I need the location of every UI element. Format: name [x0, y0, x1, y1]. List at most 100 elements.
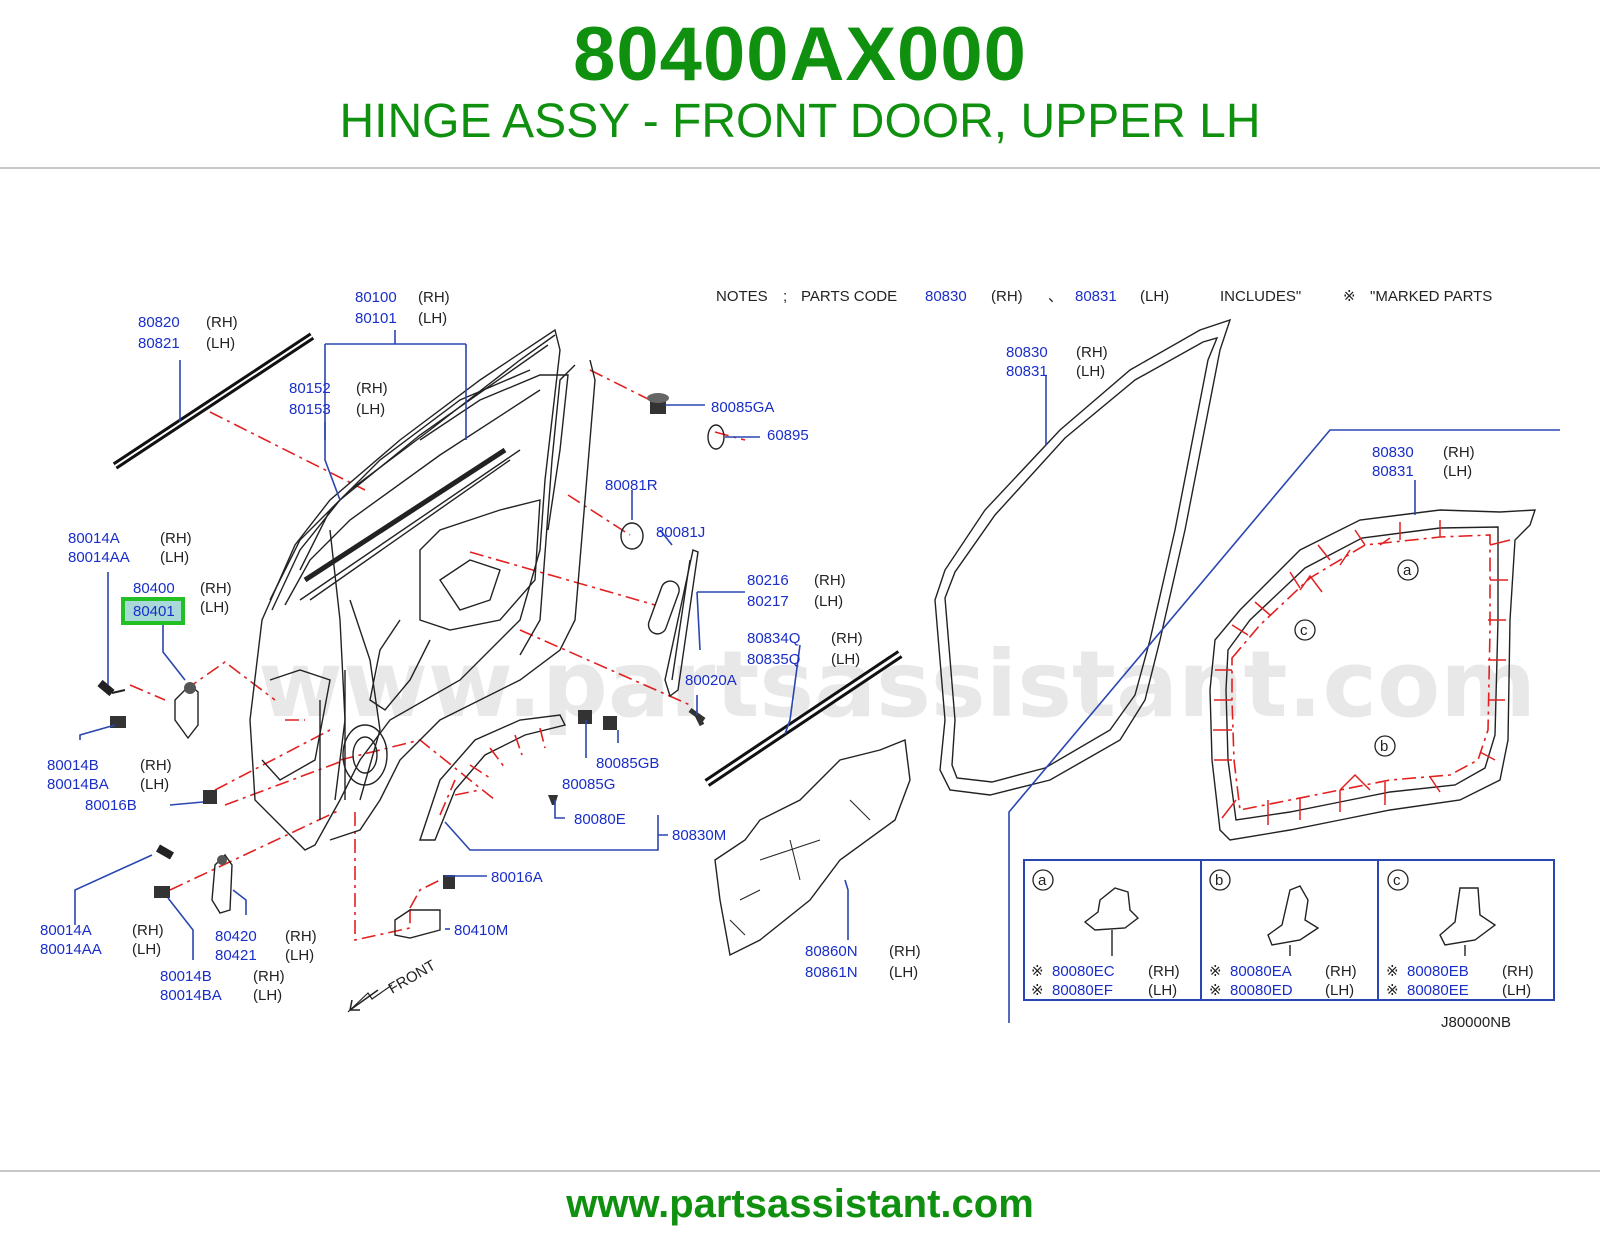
inset-code: 80080ED [1230, 982, 1293, 999]
inner-belt-molding [704, 650, 903, 787]
callout-code: 80401 [133, 603, 175, 620]
callout-side: (LH) [814, 593, 843, 610]
callout-side: (RH) [814, 572, 846, 589]
callout-labels: 80820 (RH) 80821 (LH) 80100 (RH) 80101 (… [68, 289, 846, 610]
detail-marker-c: c [1294, 619, 1316, 641]
callout-code: 80153 [289, 401, 331, 418]
callout-code: 80081R [605, 477, 658, 494]
callout-code: 80014AA [40, 941, 102, 958]
callout-code: 80420 [215, 928, 257, 945]
callout-side: (LH) [253, 987, 282, 1004]
mark-symbol: ※ [1031, 963, 1044, 980]
callout-side: (RH) [1076, 344, 1108, 361]
callout-code: 80830 [1006, 344, 1048, 361]
upper-hinge [174, 682, 199, 740]
callout-code: 80081J [656, 524, 705, 541]
callout-code: 80821 [138, 335, 180, 352]
callout-code: 80014A [40, 922, 92, 939]
svg-text:b: b [1215, 872, 1223, 889]
svg-text:c: c [1300, 622, 1308, 639]
header-divider [0, 167, 1600, 169]
callout-side: (LH) [1443, 463, 1472, 480]
callout-side: (LH) [1076, 363, 1105, 380]
svg-text:a: a [1403, 562, 1412, 579]
cap-80016b [203, 790, 217, 804]
front-direction-arrow: FRONT [347, 957, 439, 1013]
callout-code: 80831 [1006, 363, 1048, 380]
callout-side: (LH) [418, 310, 447, 327]
callout-side: (RH) [132, 922, 164, 939]
highlighted-part-80401[interactable]: 80401 [121, 597, 185, 625]
callout-code: 80835Q [747, 651, 800, 668]
door-check-link [394, 875, 455, 939]
callout-code: 80410M [454, 922, 508, 939]
parts-diagram: www.partsassistant.com NOTES ; PARTS COD… [40, 288, 1560, 1031]
callout-side: (LH) [356, 401, 385, 418]
callout-side: (RH) [285, 928, 317, 945]
callout-code: 80014B [47, 757, 99, 774]
outer-belt-molding [112, 332, 315, 470]
callout-code: 80217 [747, 593, 789, 610]
callout-side: (RH) [160, 530, 192, 547]
notes-rh: (RH) [991, 288, 1023, 305]
inset-cell-b: b ※ 80080EA (RH) ※ 80080ED (LH) [1209, 869, 1357, 999]
front-sash-channel [664, 549, 706, 727]
callout-side: (RH) [206, 314, 238, 331]
callout-code: 80085GA [711, 399, 774, 416]
callout-code: 80016A [491, 869, 543, 886]
callout-side: (RH) [1443, 444, 1475, 461]
notes-dot: 、 [1048, 288, 1063, 305]
part-number-title: 80400AX000 [573, 12, 1027, 97]
callout-side: (LH) [140, 776, 169, 793]
callout-side: (LH) [132, 941, 161, 958]
inset-code: 80080EB [1407, 963, 1469, 980]
callout-code: 80101 [355, 310, 397, 327]
plug-80081r [620, 522, 644, 550]
notes-sep: ; [783, 288, 787, 305]
callout-code: 80085G [562, 776, 615, 793]
door-panel [249, 328, 596, 851]
callout-code: 80016B [85, 797, 137, 814]
mark-symbol: ※ [1031, 982, 1044, 999]
callout-code: 80080E [574, 811, 626, 828]
notes-parts-code: PARTS CODE [801, 288, 897, 305]
notes-code-rh: 80830 [925, 288, 967, 305]
notes-code-lh: 80831 [1075, 288, 1117, 305]
callout-code: 80834Q [747, 630, 800, 647]
clip-80080e [548, 795, 558, 805]
front-label: FRONT [386, 957, 439, 998]
callout-side: (RH) [356, 380, 388, 397]
inset-code: 80080EF [1052, 982, 1113, 999]
leader-lines [74, 330, 1416, 960]
detail-marker-b: b [1374, 735, 1396, 757]
mark-symbol: ※ [1209, 963, 1222, 980]
clip-detail-inset: a ※ 80080EC (RH) ※ 80080EF (LH) b ※ 8008… [1023, 859, 1555, 1001]
grommet-80085gb [578, 710, 617, 730]
lower-hinge [211, 853, 233, 914]
callout-code: 80014B [160, 968, 212, 985]
inset-side: (LH) [1325, 982, 1354, 999]
inset-code: 80080EE [1407, 982, 1469, 999]
inset-side: (RH) [1148, 963, 1180, 980]
callout-code: 60895 [767, 427, 809, 444]
callout-side: (RH) [140, 757, 172, 774]
grommet-80085ga [647, 393, 669, 414]
mark-symbol: ※ [1209, 982, 1222, 999]
inset-code: 80080EA [1230, 963, 1292, 980]
callout-code: 80085GB [596, 755, 659, 772]
callout-code: 80014BA [47, 776, 109, 793]
highlight-box [121, 597, 185, 625]
footer-site-url[interactable]: www.partsassistant.com [566, 1182, 1034, 1226]
glass-run [299, 369, 531, 583]
inset-side: (RH) [1325, 963, 1357, 980]
callout-side: (LH) [285, 947, 314, 964]
door-sash [269, 334, 556, 601]
notes-line: NOTES ; PARTS CODE 80830 (RH) 、 80831 (L… [716, 288, 1492, 305]
detail-marker-a: a [1397, 559, 1419, 581]
callout-side: (LH) [160, 549, 189, 566]
callout-code: 80820 [138, 314, 180, 331]
callout-labels-2: 80834Q (RH) 80835Q (LH) 80020A 80014B (R… [40, 344, 1475, 1004]
svg-text:b: b [1380, 738, 1388, 755]
callout-side: (RH) [253, 968, 285, 985]
nut-80014b-lower [154, 886, 170, 898]
